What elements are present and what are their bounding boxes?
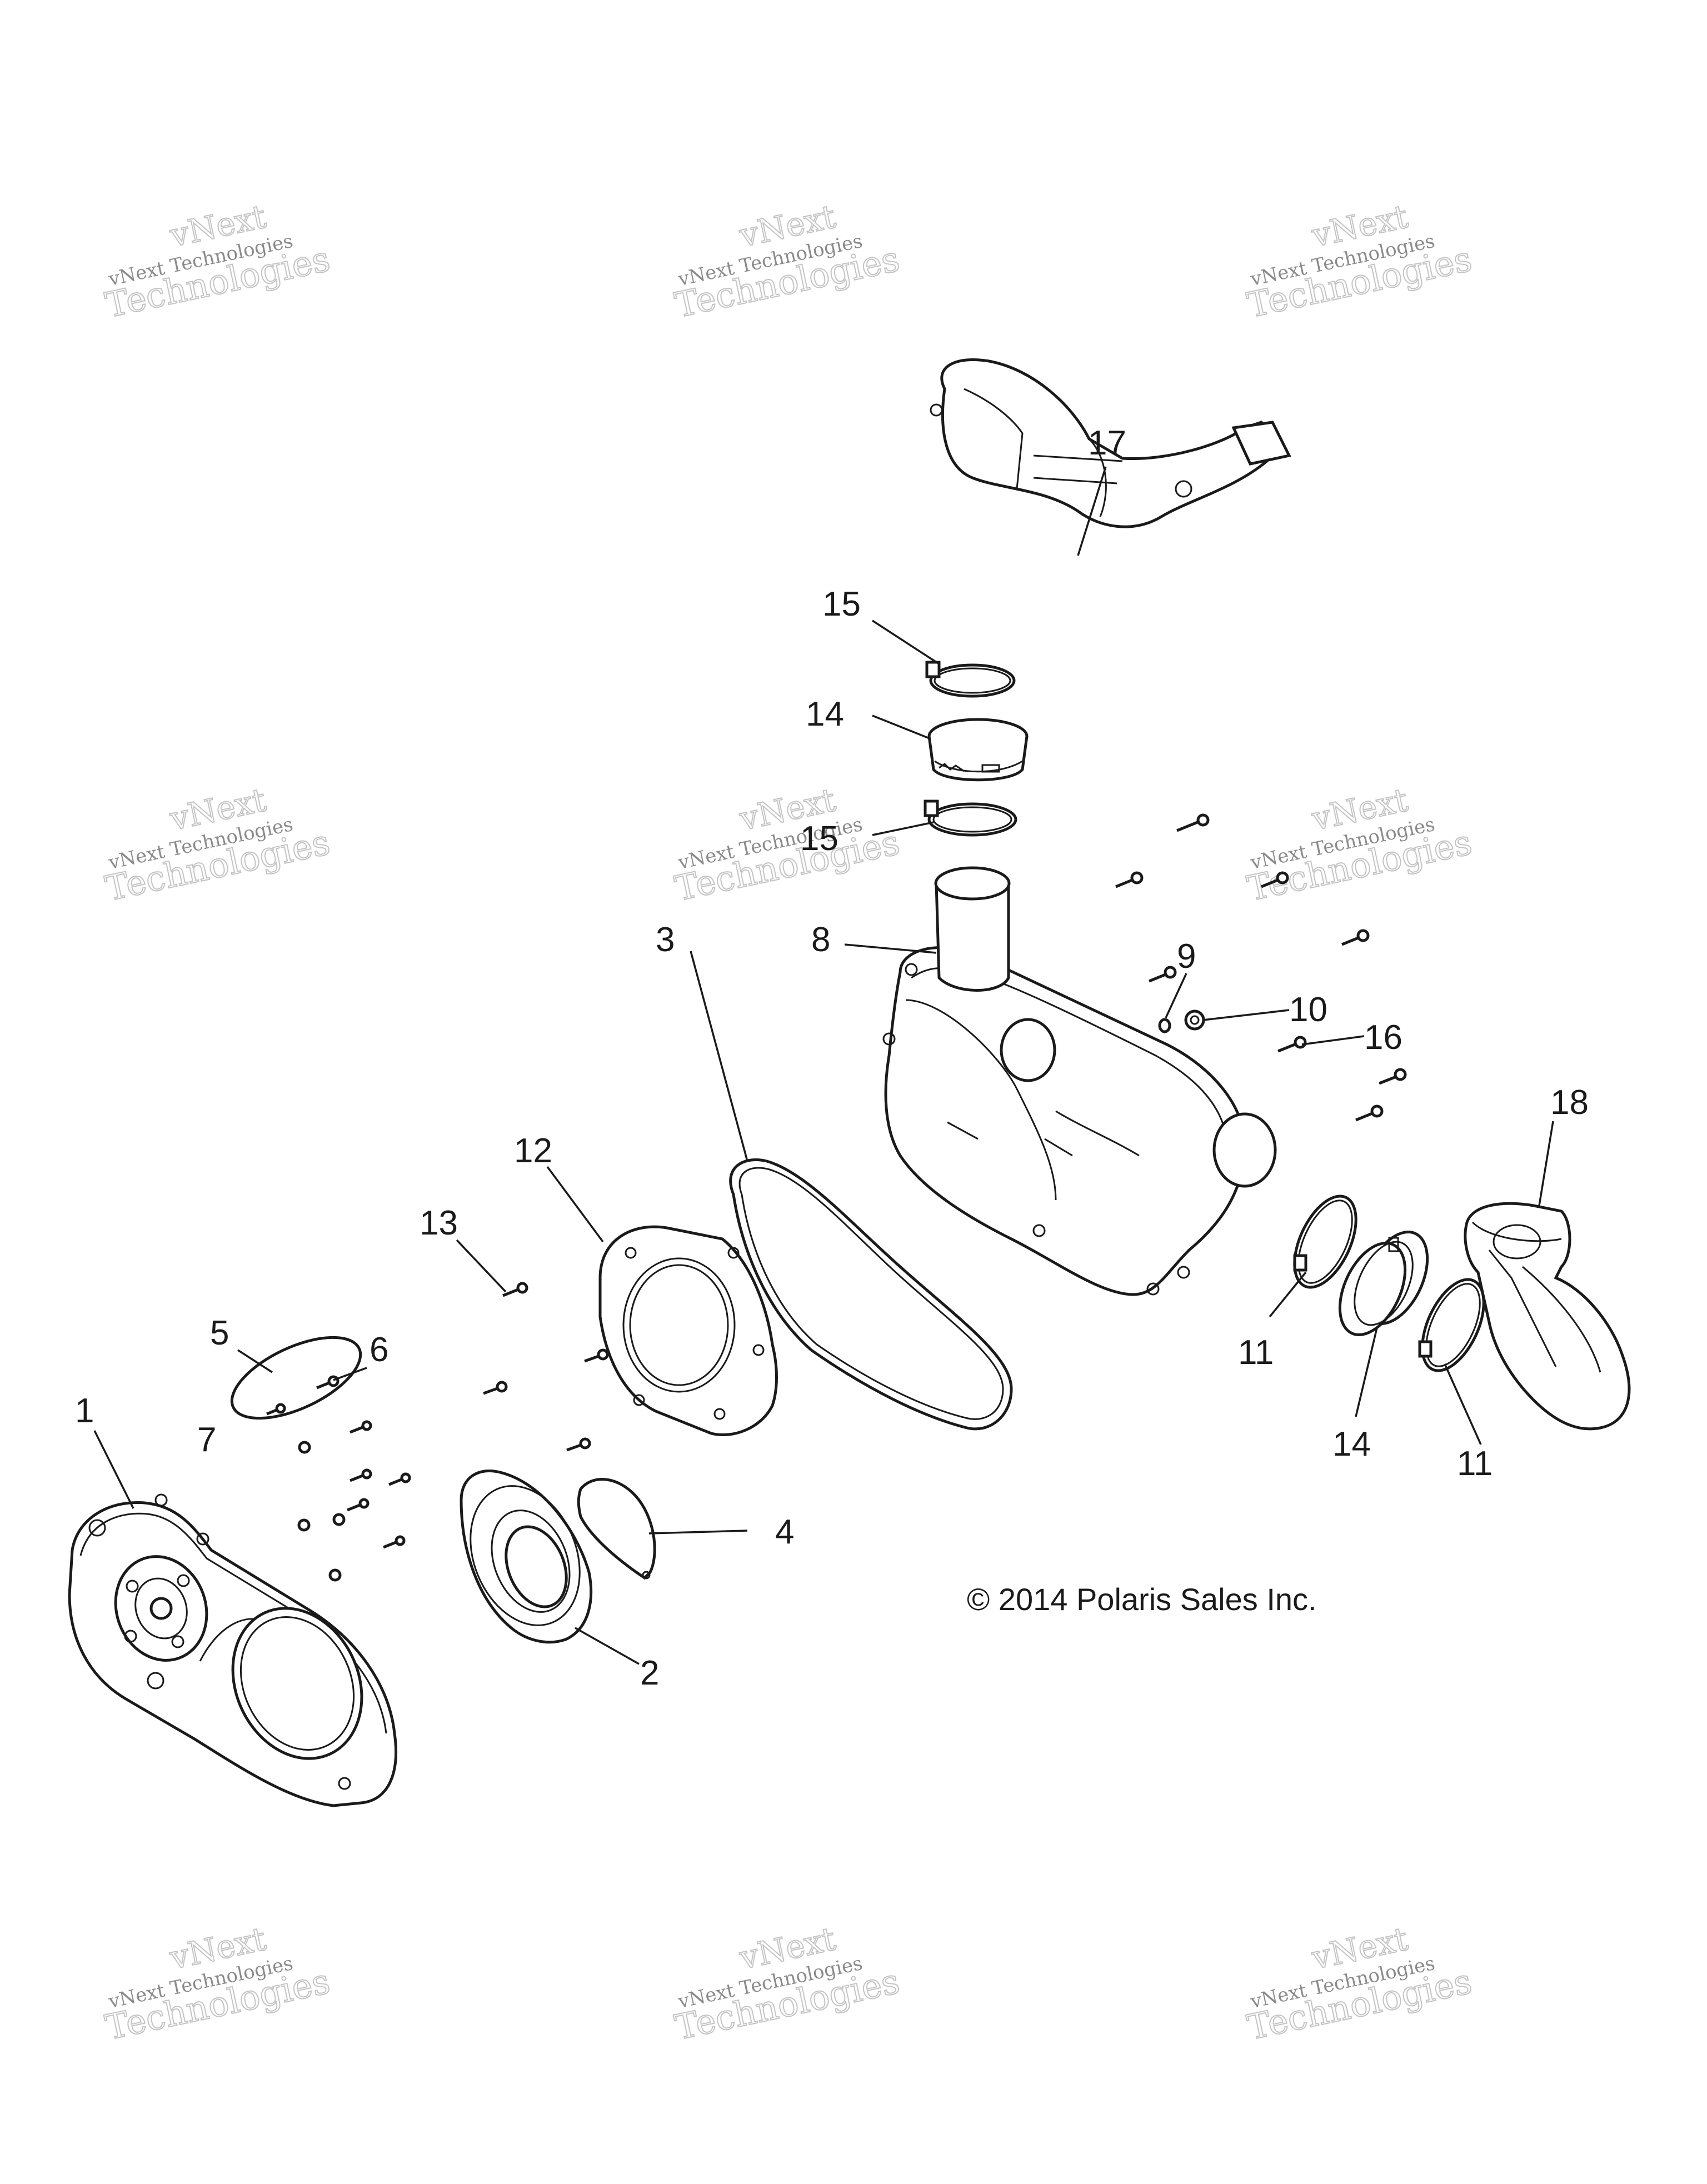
bolt-16-c — [1261, 871, 1289, 888]
leader-2 — [575, 1627, 640, 1665]
leader-6 — [333, 1367, 367, 1381]
callout-6: 6 — [370, 1331, 388, 1369]
leader-14a — [872, 714, 931, 740]
screw-7-f — [383, 1535, 406, 1549]
callout-11: 11 — [1238, 1333, 1274, 1372]
washer-7-d — [328, 1568, 342, 1582]
leader-11a — [1269, 1271, 1307, 1318]
screw-13-c — [483, 1381, 508, 1395]
callout-5: 5 — [210, 1314, 229, 1352]
callout-17: 17 — [1088, 424, 1126, 462]
callout-13: 13 — [420, 1204, 458, 1242]
callout-10: 10 — [1289, 991, 1327, 1029]
screw-7-b — [350, 1420, 372, 1434]
leader-15a — [872, 619, 940, 665]
leader-5 — [237, 1349, 273, 1373]
screw-7-a — [266, 1403, 286, 1416]
copyright-notice: © 2014 Polaris Sales Inc. — [967, 1582, 1317, 1617]
callout-2: 2 — [640, 1654, 659, 1692]
callout-14: 14 — [806, 695, 844, 733]
screw-7-e — [347, 1498, 370, 1512]
callout-15: 15 — [822, 585, 861, 623]
callout-1: 1 — [75, 1392, 94, 1430]
leader-9 — [1165, 973, 1187, 1018]
part-2-inspection-cover — [460, 1469, 593, 1644]
screw-7-d — [388, 1472, 411, 1486]
callout-16: 16 — [1364, 1018, 1402, 1057]
leader-1 — [93, 1430, 134, 1509]
part-1-outer-clutch-cover — [68, 1493, 397, 1807]
leader-14b — [1355, 1327, 1378, 1417]
part-14-coupler-lower — [1338, 1230, 1429, 1337]
bolt-16-f — [1277, 1036, 1307, 1053]
part-11-clamp-left — [1293, 1195, 1357, 1289]
leader-3 — [690, 951, 748, 1162]
leader-17 — [1077, 466, 1107, 556]
screw-13-a — [502, 1282, 528, 1297]
part-15-clamp-lower — [924, 799, 1017, 837]
callout-7: 7 — [197, 1421, 216, 1459]
leader-15b — [872, 821, 934, 836]
callout-labels: 17 15 14 15 8 9 10 16 3 12 13 18 5 6 1 7… — [75, 424, 1589, 1692]
screw-13-d — [566, 1437, 591, 1452]
washer-7-a — [298, 1441, 311, 1454]
leader-12 — [546, 1166, 604, 1243]
leader-lines — [93, 466, 1554, 1665]
bolt-16-d — [1341, 929, 1370, 946]
callout-9: 9 — [1177, 937, 1196, 976]
part-12-backing-plate — [598, 1225, 778, 1437]
leader-8 — [844, 943, 937, 954]
callout-15: 15 — [800, 819, 838, 858]
bolt-16-a — [1176, 813, 1210, 832]
callout-8: 8 — [811, 921, 830, 959]
screw-13-b — [584, 1348, 609, 1363]
leader-16 — [1301, 1035, 1365, 1046]
callout-18: 18 — [1550, 1083, 1589, 1122]
callout-4: 4 — [775, 1513, 794, 1551]
part-13-screws — [483, 1282, 609, 1452]
screw-7-c — [350, 1468, 372, 1482]
callout-3: 3 — [656, 921, 675, 959]
bolt-16-b — [1115, 871, 1144, 888]
part-16-bolts — [1115, 813, 1407, 1122]
part-4-gasket — [577, 1478, 656, 1580]
leader-4 — [648, 1530, 748, 1535]
part-10-nut — [1184, 1009, 1205, 1031]
part-18-outlet-duct — [1464, 1202, 1631, 1431]
bolt-16-h — [1355, 1105, 1384, 1122]
leader-13 — [456, 1239, 507, 1293]
callout-14: 14 — [1332, 1425, 1371, 1463]
callout-12: 12 — [514, 1132, 552, 1170]
part-3-drive-belt — [729, 1158, 1013, 1431]
washer-7-c — [297, 1518, 311, 1532]
part-5-seal-plate — [230, 1336, 362, 1420]
leader-10 — [1202, 1009, 1290, 1021]
part-9-washer — [1158, 1018, 1171, 1033]
washer-7-b — [332, 1513, 346, 1526]
bolt-16-g — [1379, 1068, 1407, 1085]
leader-18 — [1538, 1121, 1554, 1206]
leader-11b — [1444, 1363, 1482, 1445]
part-7-screws — [266, 1403, 411, 1582]
part-11-clamp-right — [1418, 1278, 1485, 1372]
part-14-coupler-upper — [927, 718, 1029, 782]
bolt-16-e — [1149, 966, 1177, 983]
part-17-intake-duct — [930, 358, 1291, 528]
part-8-inner-clutch-cover — [882, 866, 1277, 1296]
part-15-clamp-upper — [925, 661, 1016, 698]
callout-11: 11 — [1457, 1445, 1493, 1483]
